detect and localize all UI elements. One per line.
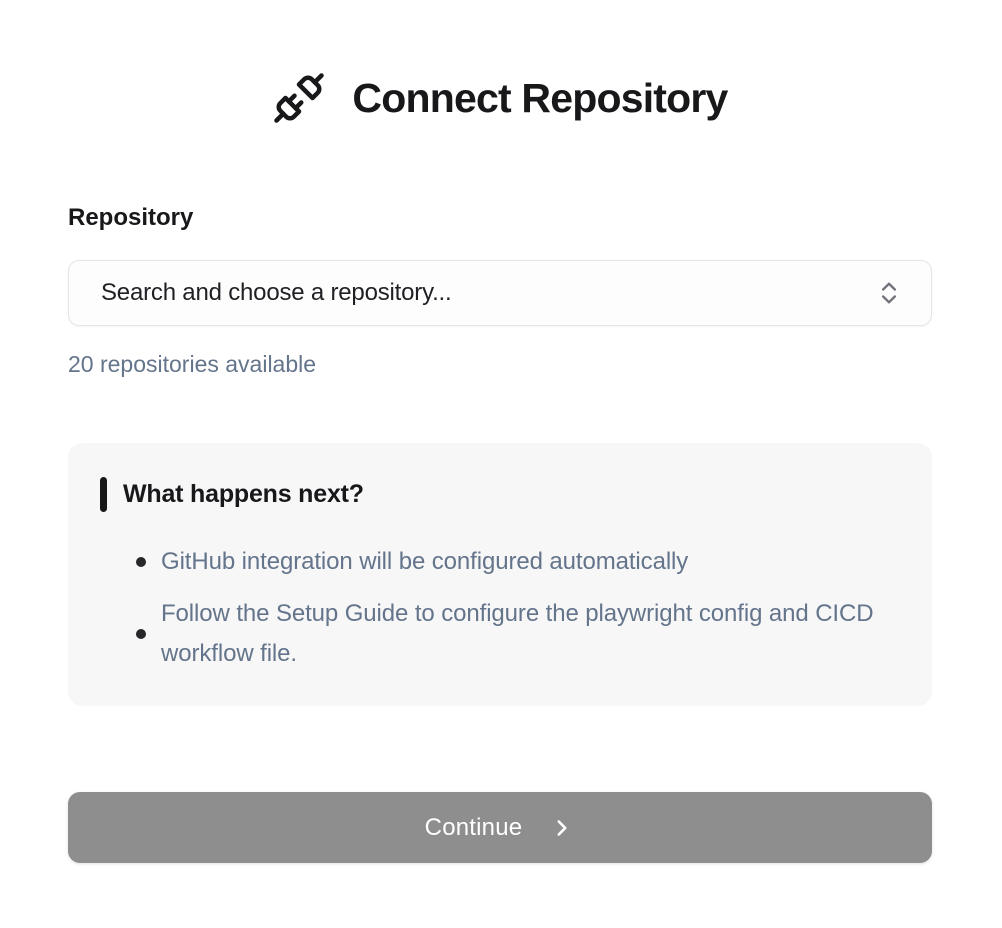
bullet-dot: [136, 557, 146, 567]
page-header: Connect Repository: [68, 70, 932, 126]
repository-form-section: Repository Search and choose a repositor…: [68, 202, 932, 379]
what-happens-next-box: What happens next? GitHub integration wi…: [68, 443, 932, 706]
repositories-available-text: 20 repositories available: [68, 351, 317, 377]
connect-repository-page: Connect Repository Repository Search and…: [0, 70, 1002, 928]
list-item: GitHub integration will be configured au…: [100, 542, 896, 582]
list-item: Follow the Setup Guide to configure the …: [100, 594, 896, 674]
info-bullet-list: GitHub integration will be configured au…: [100, 542, 896, 674]
repository-select[interactable]: Search and choose a repository...: [68, 260, 932, 326]
repository-label: Repository: [68, 204, 194, 231]
bullet-dot: [136, 629, 146, 639]
info-heading: What happens next?: [123, 480, 364, 508]
heading-marker-bar: [100, 477, 107, 512]
unplug-icon: [272, 71, 326, 125]
continue-button[interactable]: Continue: [68, 792, 932, 863]
info-heading-row: What happens next?: [100, 477, 896, 512]
bullet-text: Follow the Setup Guide to configure the …: [161, 600, 874, 667]
chevron-right-icon: [549, 815, 575, 841]
page-title: Connect Repository: [352, 75, 728, 121]
repository-select-placeholder: Search and choose a repository...: [101, 279, 452, 306]
chevrons-up-down-icon: [875, 279, 903, 307]
bullet-text: GitHub integration will be configured au…: [161, 548, 689, 575]
continue-button-label: Continue: [424, 813, 523, 841]
